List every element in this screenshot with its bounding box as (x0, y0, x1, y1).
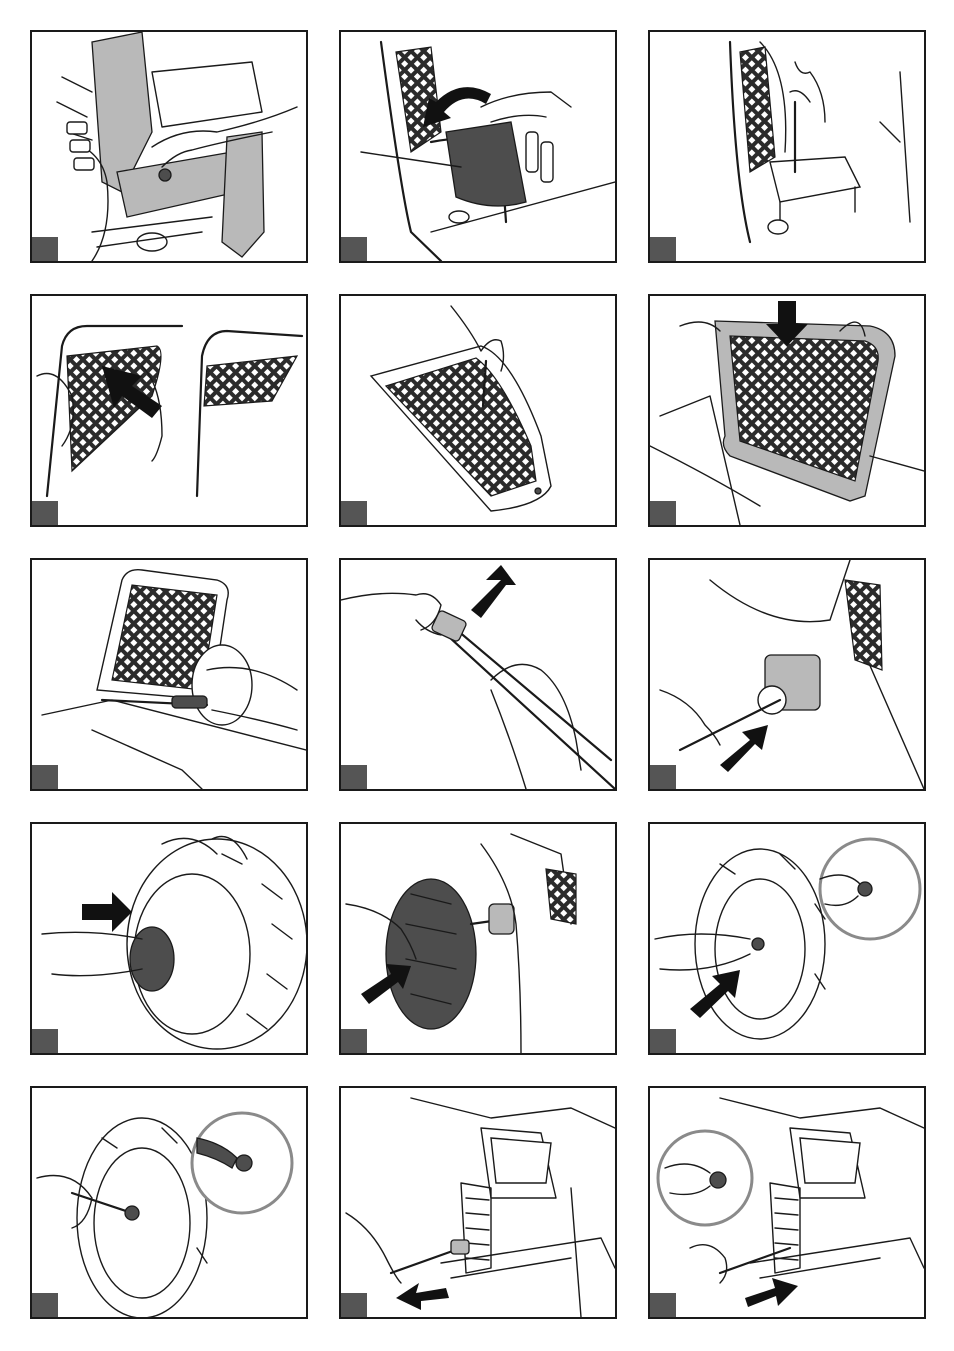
net-panel-tool-illustration (32, 560, 306, 789)
seat-lift-off-illustration (341, 32, 615, 261)
panel-step-5 (339, 294, 617, 527)
panel-step-12 (648, 822, 926, 1055)
panel-step-6 (648, 294, 926, 527)
front-axle-push-zoom-illustration (650, 1088, 924, 1317)
step-number-tab (650, 237, 676, 261)
seat-screwdriver-illustration (650, 32, 924, 261)
panel-step-10 (30, 822, 308, 1055)
step-number-tab (341, 237, 367, 261)
step-number-tab (650, 501, 676, 525)
step-number-tab (650, 1293, 676, 1317)
panel-step-9 (648, 558, 926, 791)
wheel-nut-zoom-illustration (650, 824, 924, 1053)
panel-step-7 (30, 558, 308, 791)
panel-step-14 (339, 1086, 617, 1319)
axle-insert-illustration (650, 560, 924, 789)
step-number-tab (341, 765, 367, 789)
step-number-tab (32, 1029, 58, 1053)
wheel-wrench-zoom-illustration (32, 1088, 306, 1317)
panel-step-11 (339, 822, 617, 1055)
hubcap-fit-illustration (32, 824, 306, 1053)
net-panel-press-illustration (650, 296, 924, 525)
step-number-tab (341, 1293, 367, 1317)
step-number-tab (32, 765, 58, 789)
step-number-tab (341, 501, 367, 525)
panel-step-1 (30, 30, 308, 263)
net-panel-remove-illustration (32, 296, 306, 525)
front-axle-pull-illustration (341, 1088, 615, 1317)
step-number-tab (32, 1293, 58, 1317)
panel-step-8 (339, 558, 617, 791)
step-number-tab (650, 765, 676, 789)
seat-screw-removal-illustration (32, 32, 306, 261)
step-number-tab (32, 501, 58, 525)
wheel-mount-illustration (341, 824, 615, 1053)
step-number-tab (32, 237, 58, 261)
panel-step-4 (30, 294, 308, 527)
panel-step-13 (30, 1086, 308, 1319)
axle-cap-push-illustration (341, 560, 615, 789)
panel-step-15 (648, 1086, 926, 1319)
panel-step-3 (648, 30, 926, 263)
step-number-tab (341, 1029, 367, 1053)
step-number-tab (650, 1029, 676, 1053)
panel-step-2 (339, 30, 617, 263)
net-panel-screw-illustration (341, 296, 615, 525)
